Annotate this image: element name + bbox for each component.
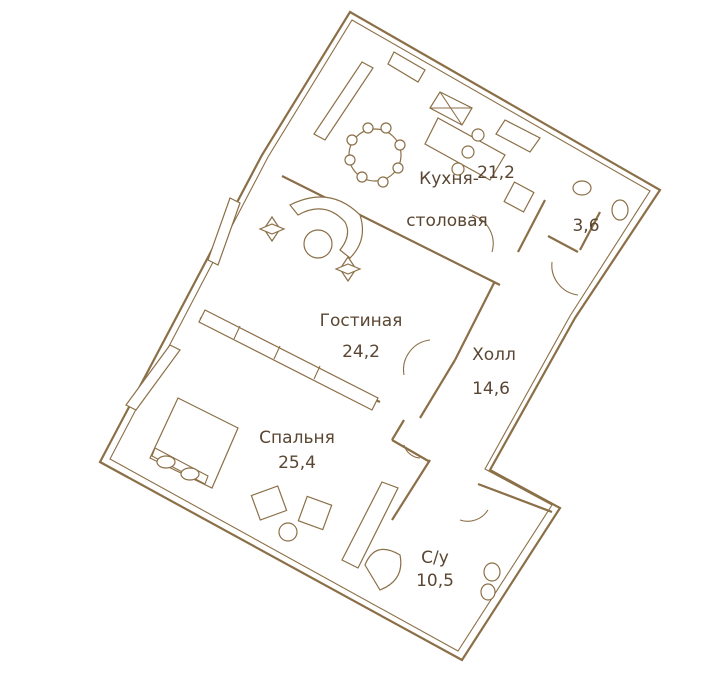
wc-fixtures <box>572 180 629 221</box>
room-name-bedroom: Спальня <box>259 428 335 448</box>
room-name-living: Гостиная <box>320 311 403 331</box>
living-furniture <box>198 196 379 411</box>
bedroom-furniture <box>149 397 399 569</box>
room-name-kitchen-line2: столовая <box>406 211 488 231</box>
room-name-hall: Холл <box>472 345 516 365</box>
room-area-living: 24,2 <box>342 342 380 362</box>
room-area-bathroom: 10,5 <box>416 571 454 591</box>
room-name-kitchen-line1: Кухня- <box>419 169 479 189</box>
plant-icon <box>258 215 286 243</box>
room-labels: Кухня- столовая 21,2 3,6 Гостиная 24,2 Х… <box>259 163 599 591</box>
room-area-bedroom: 25,4 <box>278 453 316 473</box>
room-area-kitchen: 21,2 <box>477 163 515 183</box>
plant-icon <box>334 255 362 283</box>
room-name-bathroom: С/у <box>421 548 449 568</box>
doors <box>403 214 579 522</box>
bath-fixtures <box>364 548 501 601</box>
kitchen-furniture <box>344 51 541 213</box>
interior-walls <box>199 175 601 521</box>
room-area-wc: 3,6 <box>572 216 599 236</box>
windows <box>125 61 374 411</box>
room-area-hall: 14,6 <box>472 379 510 399</box>
